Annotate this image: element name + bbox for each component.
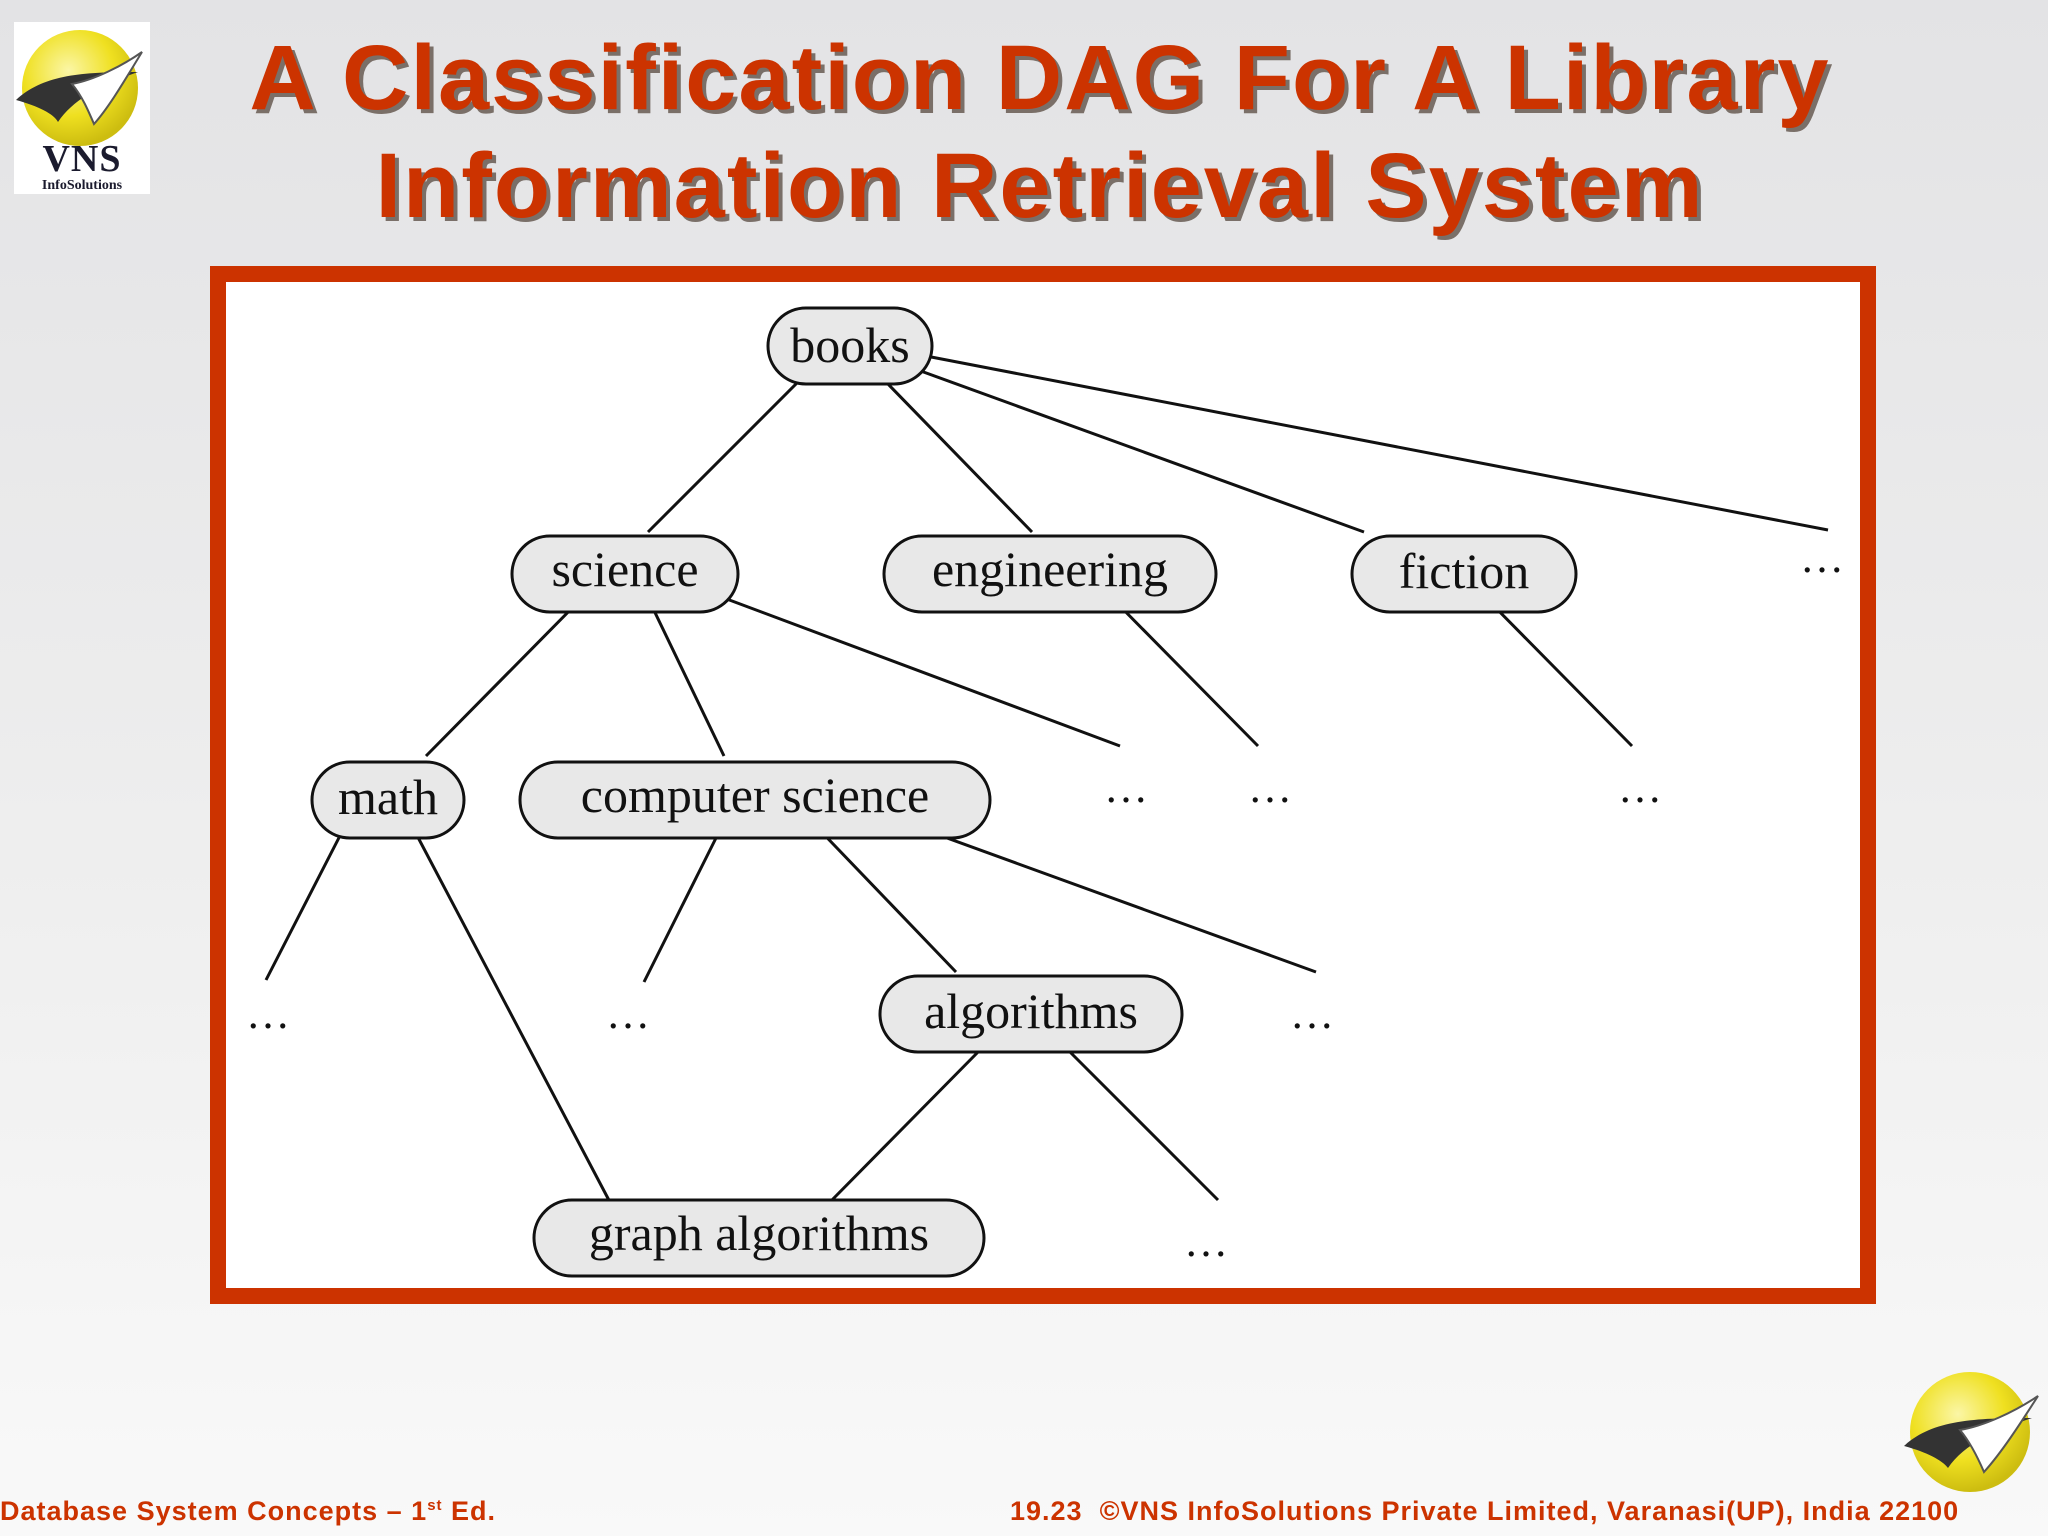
edge-books-fiction [917,368,1365,534]
title-line-2: Information Retrieval System [375,135,1705,237]
svg-text:engineering: engineering [932,541,1168,597]
ellipsis-cs-2: … [1290,989,1334,1038]
edge-science-ellipsis [707,590,1121,748]
slide-title: A Classification DAG For A Library Infor… [160,24,1920,240]
footer-book-prefix: Database System Concepts – 1 [0,1496,428,1526]
ellipsis-books: … [1800,533,1844,582]
ellipsis-engineering: … [1248,763,1292,812]
footer-book-sup: st [427,1497,443,1514]
edge-books-ellipsis [925,354,1829,532]
edge-engineering-ellipsis [1108,594,1260,748]
dag-ellipses: … … … … … … … … [246,533,1844,1266]
footer-page-number: 19.23 [1010,1496,1083,1526]
dag-node-math: math [310,760,466,840]
logo-name: VNS [42,138,122,180]
svg-text:books: books [790,317,909,373]
edge-algorithms-graph-algorithms [828,1048,982,1204]
svg-text:algorithms: algorithms [924,983,1138,1039]
edge-math-graph-algorithms [410,825,614,1207]
dag-node-fiction: fiction [1350,534,1578,614]
edge-cs-algorithms [810,820,958,974]
svg-text:math: math [338,769,438,825]
edge-fiction-ellipsis [1482,594,1634,748]
ellipsis-math: … [246,989,290,1038]
svg-text:fiction: fiction [1399,543,1530,599]
diagram-frame: books science engineering fiction math c… [210,266,1876,1304]
svg-text:science: science [551,541,698,597]
logo-subtitle: InfoSolutions [41,178,123,193]
edge-science-computer-science [646,597,726,757]
dag-node-science: science [510,534,740,614]
dag-node-graph-algorithms: graph algorithms [532,1198,986,1278]
footer-book-suffix: Ed. [442,1496,497,1526]
edge-books-engineering [884,380,1034,534]
classification-dag: books science engineering fiction math c… [246,306,1844,1278]
edge-cs-ellipsis-2 [891,816,1317,974]
edge-science-math [424,596,584,758]
dag-node-books: books [766,306,934,386]
dag-node-engineering: engineering [882,534,1218,614]
vns-logo-small [1904,1372,2039,1492]
dag-node-algorithms: algorithms [878,974,1184,1054]
edge-books-science [646,380,800,534]
ellipsis-algorithms: … [1184,1217,1228,1266]
dag-edges [264,354,1829,1207]
title-line-1: A Classification DAG For A Library [249,27,1831,129]
ellipsis-cs: … [606,989,650,1038]
edge-cs-ellipsis [642,821,726,983]
vns-logo-text: VNS InfoSolutions [14,140,150,193]
dag-node-computer-science: computer science [518,760,992,840]
footer-copyright: ©VNS InfoSolutions Private Limited, Vara… [1099,1496,1960,1526]
footer-copyright-line: 19.23 ©VNS InfoSolutions Private Limited… [1010,1496,1959,1527]
vns-logo [14,22,150,194]
edge-algorithms-ellipsis [1066,1048,1220,1202]
svg-text:graph algorithms: graph algorithms [589,1205,929,1261]
ellipsis-science: … [1104,763,1148,812]
ellipsis-fiction: … [1618,763,1662,812]
footer-book-title: Database System Concepts – 1st Ed. [0,1496,496,1527]
svg-text:computer science: computer science [581,767,929,823]
edge-math-ellipsis [264,823,348,981]
